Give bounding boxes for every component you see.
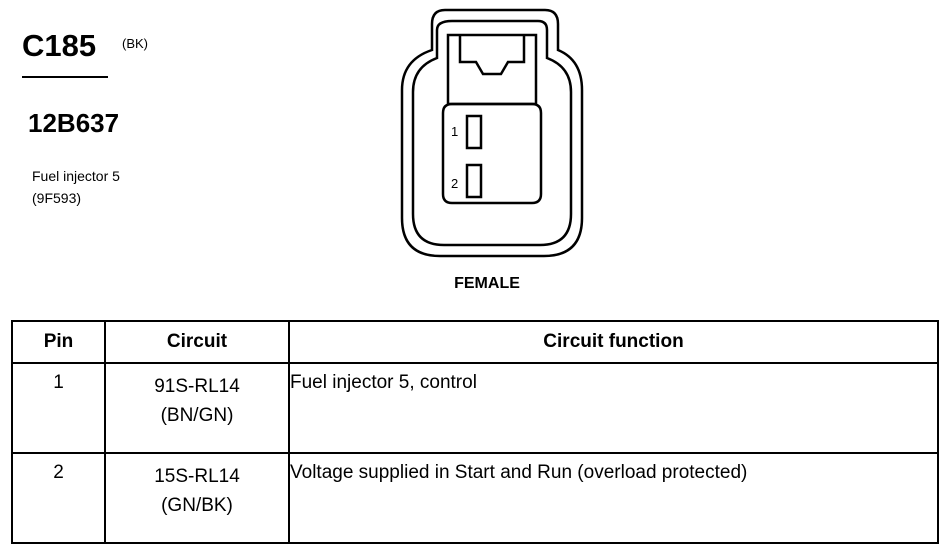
circuit-function-cell: Voltage supplied in Start and Run (overl… <box>288 452 939 544</box>
circuit-function-cell: Fuel injector 5, control <box>288 362 939 454</box>
connector-latch-rail <box>458 35 526 76</box>
table-row: 1 91S-RL14 (BN/GN) Fuel injector 5, cont… <box>11 362 939 454</box>
circuit-cell: 15S-RL14 (GN/BK) <box>104 452 290 544</box>
part-number: 12B637 <box>28 108 120 138</box>
pin-cell: 2 <box>11 452 106 544</box>
header-circuit-function: Circuit function <box>288 320 939 364</box>
connector-outer-shell <box>400 8 584 258</box>
color-code: (BK) <box>122 36 148 51</box>
pinout-table: Pin Circuit Circuit function 1 91S-RL14 … <box>11 320 939 544</box>
connector-gender-label: FEMALE <box>454 275 520 292</box>
table-row: 2 15S-RL14 (GN/BK) Voltage supplied in S… <box>11 452 939 544</box>
wire-color: (GN/BK) <box>161 495 233 516</box>
pin-label-2: 2 <box>451 176 458 191</box>
header-circuit: Circuit <box>104 320 290 364</box>
connector-face <box>441 102 543 205</box>
description-line-2: (9F593) <box>32 190 82 206</box>
pin-cavity-2 <box>465 163 483 199</box>
circuit-code: 91S-RL14 <box>154 376 240 397</box>
pin-cavity-1 <box>465 114 483 150</box>
table-header-row: Pin Circuit Circuit function <box>11 320 939 364</box>
connector-id: C185 <box>22 28 97 63</box>
pin-cell: 1 <box>11 362 106 454</box>
description-line-1: Fuel injector 5 <box>32 168 120 184</box>
circuit-code: 15S-RL14 <box>154 466 240 487</box>
pin-label-1: 1 <box>451 124 458 139</box>
connector-face-diagram: 1 2 <box>400 8 584 258</box>
connector-id-underline <box>22 76 108 78</box>
connector-inner-shell <box>411 19 573 247</box>
wire-color: (BN/GN) <box>160 405 234 426</box>
circuit-cell: 91S-RL14 (BN/GN) <box>104 362 290 454</box>
header-pin: Pin <box>11 320 106 364</box>
